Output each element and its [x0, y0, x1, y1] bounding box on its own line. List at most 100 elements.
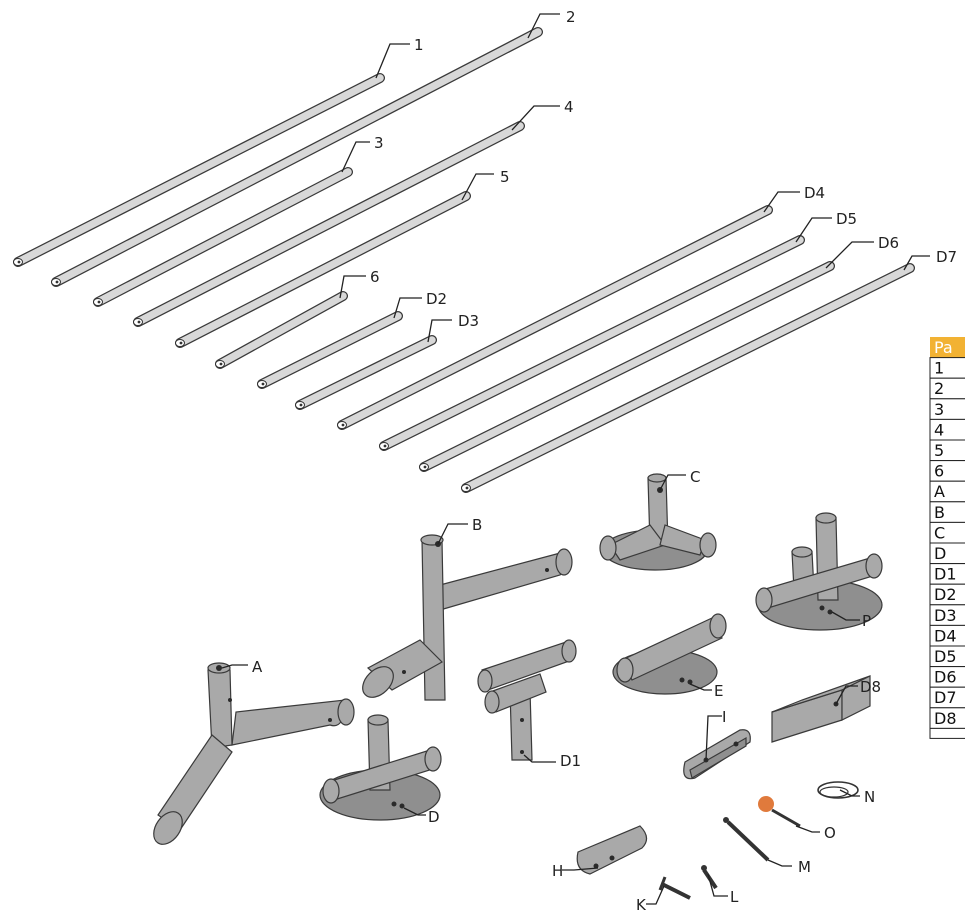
part-label: I: [722, 708, 726, 726]
tube-3: [93, 167, 353, 307]
part-a-y-connector: [153, 662, 355, 845]
leader-line: [825, 241, 874, 269]
tube-d2: [257, 311, 403, 389]
part-n-pin-clip: [817, 781, 859, 799]
tube-d5: [379, 235, 805, 451]
table-cell-text: D6: [934, 668, 957, 687]
leader-line: [437, 523, 468, 545]
leader-line: [831, 611, 860, 621]
part-k-small-bolt: [658, 876, 691, 900]
table-cell-text: 1: [934, 359, 944, 378]
part-label: 2: [566, 8, 576, 26]
part-label: O: [824, 824, 836, 842]
table-cell-text: 4: [934, 420, 944, 439]
table-cell-text: A: [934, 482, 945, 501]
part-label: N: [864, 788, 875, 806]
part-label: A: [252, 658, 263, 676]
part-label: H: [552, 862, 563, 880]
leader-line: [339, 275, 366, 299]
part-label: D5: [836, 210, 857, 228]
tube-1: [13, 73, 385, 267]
leader-line: [427, 319, 452, 343]
connector-group: [153, 473, 883, 900]
table-header-text: Pa: [934, 338, 953, 357]
part-label: D4: [804, 184, 825, 202]
leader-line: [221, 664, 248, 669]
leader-line: [375, 43, 410, 79]
table-cell-text: D2: [934, 585, 957, 604]
part-label: 6: [370, 268, 380, 286]
table-cell-text: D7: [934, 688, 957, 707]
leader-line: [527, 13, 560, 39]
pin-ball-icon: [758, 796, 774, 812]
part-b-y-connector: [362, 534, 573, 701]
table-cell-text: D8: [934, 709, 957, 728]
leader-line: [403, 807, 426, 816]
part-m-bolt: [723, 817, 770, 862]
part-p-double-upright: [755, 512, 883, 631]
part-label: 4: [564, 98, 574, 116]
table-cell-text: D: [934, 544, 946, 563]
tube-2: [51, 27, 543, 287]
table-cell-text: 6: [934, 462, 944, 481]
part-e-tee-plate: [612, 613, 727, 695]
leader-line: [705, 715, 722, 761]
tube-d6: [419, 261, 835, 472]
tube-d7: [461, 263, 915, 493]
part-d8-bracket: [771, 675, 871, 743]
leader-lines: [221, 13, 930, 905]
part-h-clamp: [576, 825, 648, 875]
leader-line: [341, 141, 370, 173]
leader-line: [689, 683, 712, 691]
part-label: D8: [860, 678, 881, 696]
table-cell-text: D5: [934, 647, 957, 666]
leader-line: [795, 217, 832, 243]
part-label: D: [428, 808, 440, 826]
part-label: P: [862, 612, 871, 630]
leader-line: [839, 789, 860, 797]
leader-line: [646, 885, 665, 905]
tube-group: [13, 27, 915, 493]
leader-line: [835, 685, 858, 705]
table-cell-text: D4: [934, 626, 957, 645]
part-label: L: [730, 888, 739, 906]
part-label: E: [714, 682, 723, 700]
part-d-upright-plate: [319, 714, 442, 821]
leader-line: [511, 105, 560, 131]
table-cell-text: B: [934, 503, 945, 522]
tube-4: [133, 121, 525, 327]
part-label: 1: [414, 36, 424, 54]
part-label: D1: [560, 752, 581, 770]
part-label: 5: [500, 168, 510, 186]
part-d1-tee: [477, 639, 577, 761]
table-cell-text: 3: [934, 400, 944, 419]
table-cell-text: D3: [934, 606, 957, 625]
part-o-ball-pin: [758, 796, 801, 828]
table-cell-text: C: [934, 523, 945, 542]
part-label: K: [636, 896, 647, 914]
leader-line: [763, 191, 800, 213]
tube-d4: [337, 205, 773, 430]
part-i-clevis: [683, 729, 751, 780]
leader-line: [767, 859, 792, 867]
tube-6: [215, 291, 348, 369]
leader-line: [461, 173, 494, 201]
leader-line: [562, 867, 599, 871]
table-cell-text: 2: [934, 379, 944, 398]
tube-5: [175, 191, 471, 348]
table-cell: [929, 727, 965, 739]
leader-line: [795, 825, 820, 833]
part-label: C: [690, 468, 700, 486]
part-c-corner: [599, 473, 717, 571]
part-label: D2: [426, 290, 447, 308]
part-label: D7: [936, 248, 957, 266]
leader-line: [707, 873, 728, 897]
part-label: M: [798, 858, 811, 876]
table-header-cell: [930, 337, 965, 358]
leader-line: [393, 297, 422, 319]
leader-line: [659, 474, 686, 491]
part-label: D6: [878, 234, 899, 252]
tube-d3: [295, 335, 437, 410]
